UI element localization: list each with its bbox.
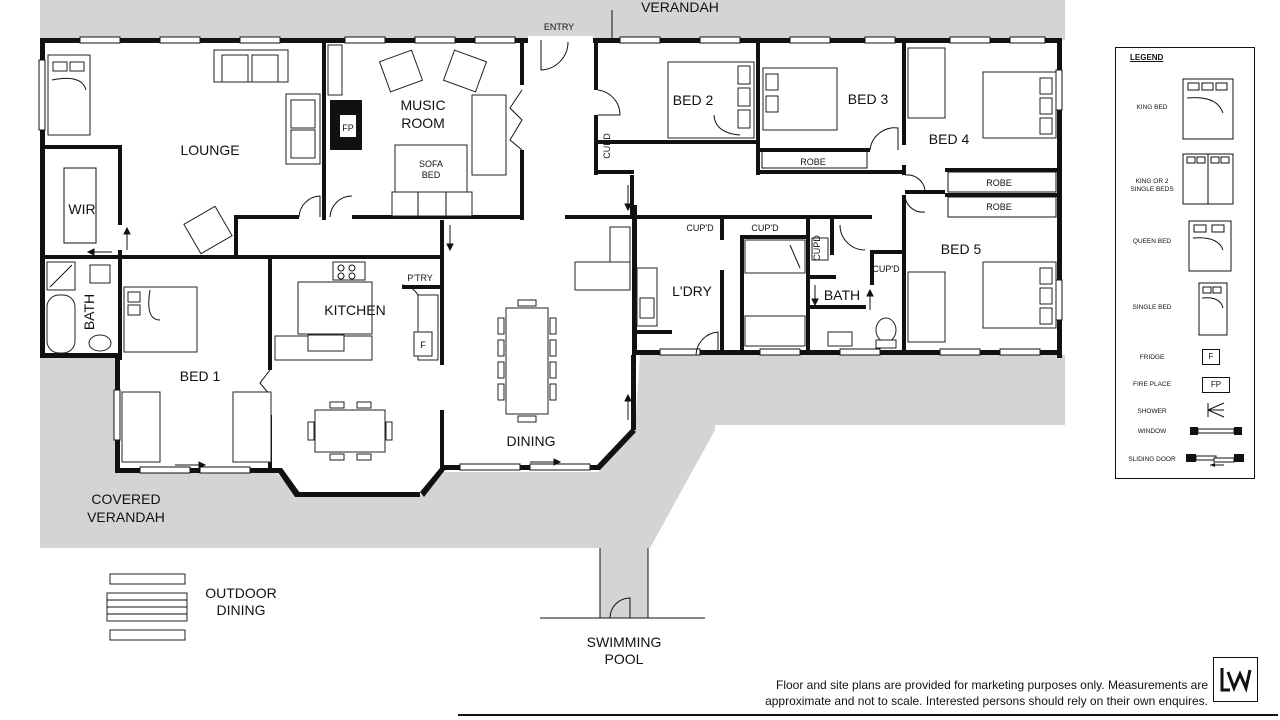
label-kitchen: KITCHEN <box>324 302 385 318</box>
single-bed-icon <box>1198 282 1228 336</box>
label-fireplace: FP <box>342 123 354 133</box>
fireplace-icon: FP <box>1202 377 1230 393</box>
door-swings <box>259 10 926 416</box>
disclaimer-line-2: approximate and not to scale. Interested… <box>765 694 1208 708</box>
label-covered-verandah-2: VERANDAH <box>87 509 165 525</box>
label-bed1: BED 1 <box>180 368 221 384</box>
label-pantry: P'TRY <box>407 273 433 283</box>
label-dining: DINING <box>507 433 556 449</box>
legend-label-single-bed: SINGLE BED <box>1132 304 1172 311</box>
queen-bed-icon <box>1188 220 1232 272</box>
label-bed3: BED 3 <box>848 91 889 107</box>
label-ldry: L'DRY <box>672 283 712 299</box>
legend-title: LEGEND <box>1130 53 1164 62</box>
legend-label-fireplace: FIRE PLACE <box>1133 381 1171 388</box>
label-fridge: F <box>420 340 426 350</box>
label-pool-2: POOL <box>605 651 644 667</box>
label-cupd-entry: CUPD <box>602 133 612 159</box>
label-pool-1: SWIMMING <box>587 634 662 650</box>
legend-label-fridge: FRIDGE <box>1139 354 1165 361</box>
label-music-room-1: MUSIC <box>400 97 445 113</box>
label-covered-verandah-1: COVERED <box>91 491 160 507</box>
label-bed2: BED 2 <box>673 92 714 108</box>
label-lounge: LOUNGE <box>180 142 239 158</box>
label-wir: WIR <box>68 201 95 217</box>
legend-label-king-bed: KING BED <box>1136 104 1168 111</box>
top-windows <box>38 36 1063 474</box>
logo-mark-icon <box>1220 668 1252 693</box>
label-bath-right: BATH <box>824 287 860 303</box>
room-labels: VERANDAH ENTRY LOUNGE MUSIC ROOM FP SOFA… <box>68 0 1011 667</box>
shower-icon <box>1207 402 1225 418</box>
label-robe-bed4: ROBE <box>986 178 1012 188</box>
label-cupd-bath: CUP'D <box>872 264 900 274</box>
pool-path <box>600 548 648 618</box>
company-logo <box>1213 657 1258 702</box>
label-bath-left: BATH <box>81 294 97 330</box>
window-icon <box>1190 427 1242 435</box>
label-entry: ENTRY <box>544 22 574 32</box>
label-bed4: BED 4 <box>929 131 970 147</box>
legend-label-king-or-twin: KING OR 2 SINGLE BEDS <box>1130 178 1174 193</box>
disclaimer-underline <box>458 714 1278 716</box>
king-or-twin-bed-icon <box>1182 153 1234 205</box>
top-verandah <box>40 0 1065 40</box>
disclaimer-line-1: Floor and site plans are provided for ma… <box>776 678 1208 692</box>
legend-label-window: WINDOW <box>1137 428 1167 435</box>
king-bed-icon <box>1182 78 1234 140</box>
legend-label-sliding-door: SLIDING DOOR <box>1128 456 1176 463</box>
legend-label-shower: SHOWER <box>1137 408 1167 415</box>
label-outdoor-dining-1: OUTDOOR <box>205 585 277 601</box>
label-sofa-bed-1: SOFA <box>419 159 443 169</box>
label-cupd-ldry: CUP'D <box>686 223 714 233</box>
label-sofa-bed-2: BED <box>422 170 441 180</box>
furniture <box>46 44 1057 463</box>
interior-walls <box>40 40 1060 470</box>
covered-verandah <box>40 355 1065 548</box>
fridge-icon: F <box>1202 349 1220 365</box>
label-music-room-2: ROOM <box>401 115 445 131</box>
sliding-arrows <box>86 185 874 469</box>
label-robe-bed3: ROBE <box>800 157 826 167</box>
label-verandah-top: VERANDAH <box>641 0 719 15</box>
legend: LEGEND KING BED KING OR 2 SINGLE BEDS QU… <box>1115 47 1255 479</box>
sliding-door-icon <box>1186 454 1244 467</box>
legend-label-queen-bed: QUEEN BED <box>1132 238 1172 245</box>
label-cupd-hall: CUP'D <box>751 223 779 233</box>
label-robe-bed5: ROBE <box>986 202 1012 212</box>
outdoor-dining-benches <box>106 573 188 641</box>
label-outdoor-dining-2: DINING <box>217 602 266 618</box>
disclaimer: Floor and site plans are provided for ma… <box>700 677 1208 709</box>
label-cupd-bath-v: CUPD <box>812 235 822 261</box>
label-bed5: BED 5 <box>941 241 982 257</box>
